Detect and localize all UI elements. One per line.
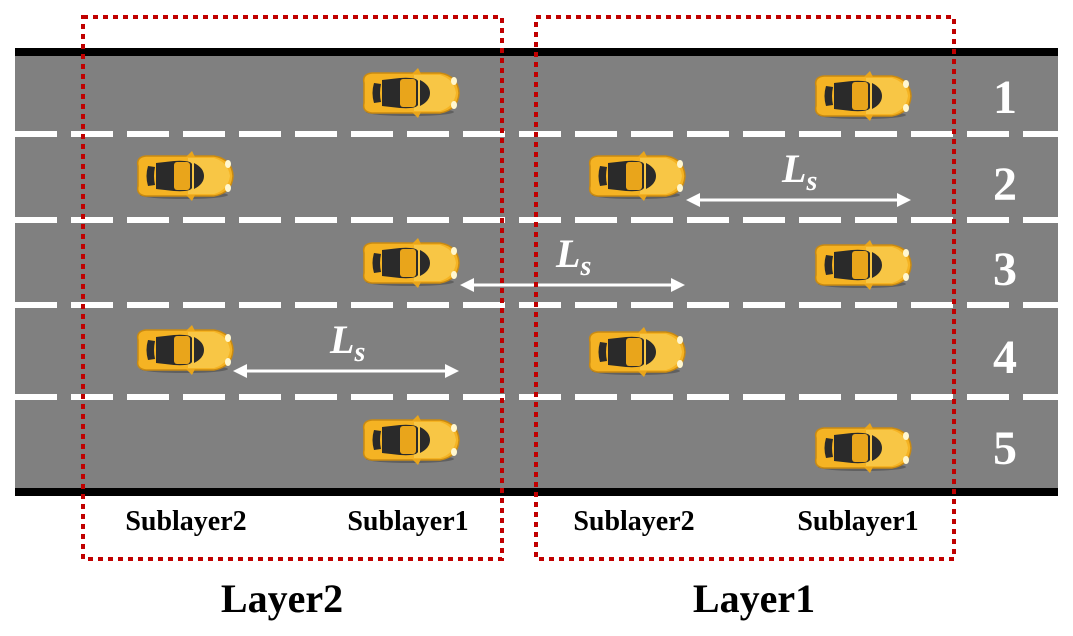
layer2-box bbox=[81, 15, 504, 561]
spacing-label: Ls bbox=[555, 231, 591, 282]
lane-number: 4 bbox=[993, 331, 1017, 384]
car-icon bbox=[136, 324, 234, 376]
car-icon bbox=[362, 414, 460, 466]
layer-label: Layer2 bbox=[221, 576, 343, 621]
car-icon bbox=[814, 422, 912, 474]
lane-number: 3 bbox=[993, 243, 1017, 296]
lane-number: 1 bbox=[993, 71, 1017, 124]
sublayer-label: Sublayer1 bbox=[797, 506, 918, 537]
lane-number: 5 bbox=[993, 422, 1017, 475]
spacing-label: Ls bbox=[329, 317, 365, 368]
car-icon bbox=[814, 70, 912, 122]
spacing-label: Ls bbox=[781, 146, 817, 197]
sublayer-label: Sublayer2 bbox=[573, 506, 694, 537]
sublayer-label: Sublayer2 bbox=[125, 506, 246, 537]
car-icon bbox=[362, 237, 460, 289]
spacing-arrow bbox=[460, 278, 685, 292]
car-icon bbox=[588, 326, 686, 378]
lane-number: 2 bbox=[993, 158, 1017, 211]
sublayer-label: Sublayer1 bbox=[347, 506, 468, 537]
layer-label: Layer1 bbox=[693, 576, 815, 621]
car-icon bbox=[362, 67, 460, 119]
car-icon bbox=[814, 239, 912, 291]
car-icon bbox=[588, 150, 686, 202]
spacing-arrow bbox=[233, 364, 459, 378]
car-icon bbox=[136, 150, 234, 202]
spacing-arrow bbox=[686, 193, 911, 207]
